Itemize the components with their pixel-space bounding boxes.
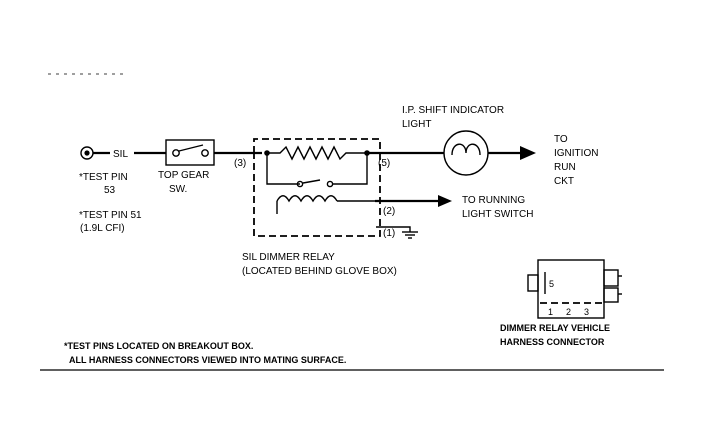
relay-dimmer-coil — [276, 195, 375, 214]
connector-pin-3: 3 — [584, 307, 589, 317]
test-pin-53-number: 53 — [104, 185, 116, 196]
top-gear-sw-label-2: SW. — [169, 184, 187, 195]
to-ignition-label-2: IGNITION — [554, 148, 598, 159]
test-pin-51-label: *TEST PIN 51 — [79, 210, 142, 221]
test-pin-53-terminal — [80, 146, 94, 160]
relay-enclosure — [253, 138, 381, 237]
connector-pin-5: 5 — [549, 279, 554, 289]
shift-indicator-label-2: LIGHT — [402, 119, 431, 130]
arrow-to-running-light-icon — [438, 195, 452, 207]
to-running-label-2: LIGHT SWITCH — [462, 209, 533, 220]
shift-indicator-light — [443, 130, 489, 176]
top-gear-switch — [165, 139, 215, 166]
footnote-line-2: ALL HARNESS CONNECTORS VIEWED INTO MATIN… — [69, 355, 346, 365]
connector-caption-1: DIMMER RELAY VEHICLE — [500, 323, 610, 333]
relay-pin-1: (1) — [383, 228, 395, 239]
top-gear-sw-label: TOP GEAR — [158, 170, 209, 181]
to-ignition-label-1: TO — [554, 134, 568, 145]
arrow-to-ignition-icon — [520, 146, 536, 160]
relay-coil — [264, 145, 370, 161]
test-pin-51-note: (1.9L CFI) — [80, 223, 125, 234]
shift-indicator-label: I.P. SHIFT INDICATOR — [402, 105, 504, 116]
relay-pin-2: (2) — [383, 206, 395, 217]
relay-pin-5: (5) — [378, 158, 390, 169]
to-running-label-1: TO RUNNING — [462, 195, 525, 206]
to-ignition-label-4: CKT — [554, 176, 574, 187]
connector-pin-2: 2 — [566, 307, 571, 317]
to-ignition-label-3: RUN — [554, 162, 576, 173]
relay-location-label: (LOCATED BEHIND GLOVE BOX) — [242, 266, 397, 277]
relay-name-label: SIL DIMMER RELAY — [242, 252, 335, 263]
relay-contact — [266, 153, 368, 188]
test-pin-53-label: *TEST PIN — [79, 172, 128, 183]
sil-wire-label: SIL — [113, 149, 128, 160]
connector-pin-1: 1 — [548, 307, 553, 317]
footnote-line-1: *TEST PINS LOCATED ON BREAKOUT BOX. — [64, 341, 253, 351]
ground-icon — [376, 226, 418, 239]
connector-caption-2: HARNESS CONNECTOR — [500, 337, 605, 347]
harness-connector — [527, 259, 622, 319]
relay-pin-3: (3) — [234, 158, 246, 169]
